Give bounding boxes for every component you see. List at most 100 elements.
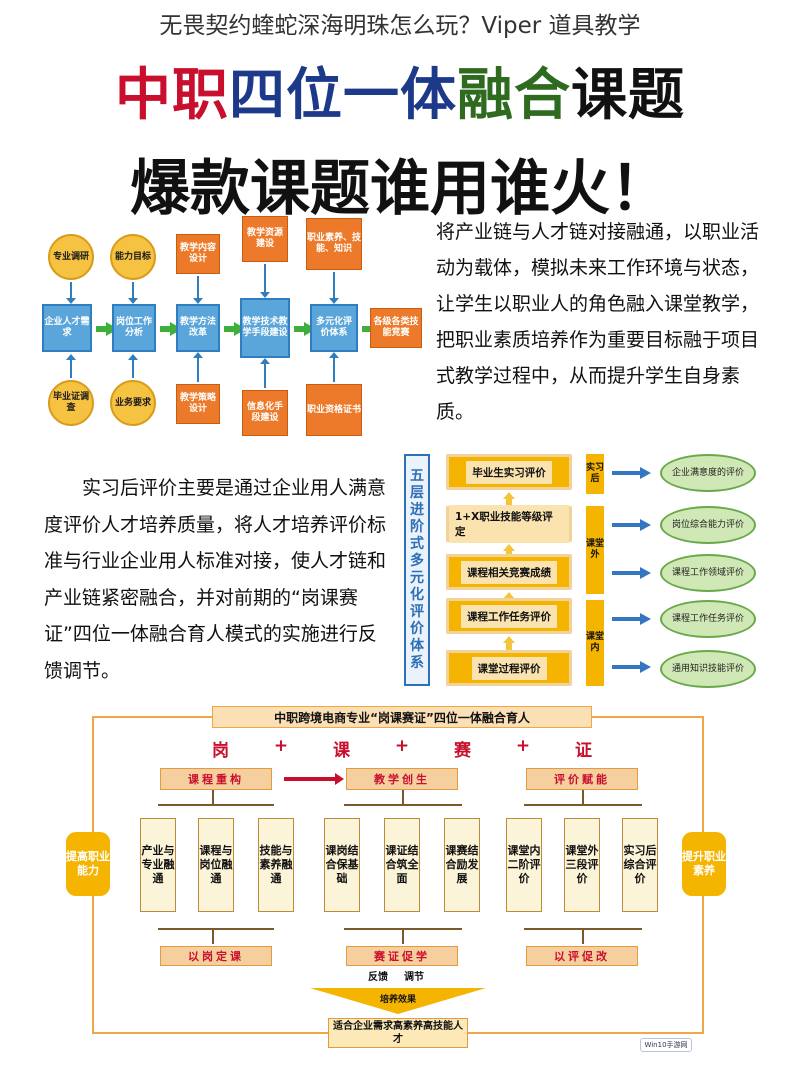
box-teaching-technology: 教学技术教学手段建设 bbox=[240, 298, 290, 358]
connector bbox=[193, 352, 203, 382]
box-skill-competitions: 各级各类技能竞赛 bbox=[370, 308, 422, 348]
adjust-label: 调节 bbox=[404, 972, 424, 983]
key-gang: 岗 bbox=[212, 741, 229, 761]
key-plus: + bbox=[394, 736, 410, 756]
blue-arrow bbox=[612, 661, 652, 673]
stage-after-internship: 实习后 bbox=[586, 454, 604, 494]
paragraph-integration: 将产业链与人才链对接融通，以职业活动为载体，模拟未来工作环境与状态，让学生以职业… bbox=[436, 221, 760, 423]
box-course-by-job: 以岗定课 bbox=[160, 946, 272, 966]
headline-part-4: 课题 bbox=[571, 63, 685, 128]
box-evaluation-reform: 以评促改 bbox=[526, 946, 638, 966]
column-out-class-evaluation: 课堂外三段评价 bbox=[564, 818, 600, 912]
page-title: 无畏契约蝰蛇深海明珠怎么玩？Viper 道具教学 bbox=[159, 13, 641, 39]
connector bbox=[260, 358, 270, 388]
connector bbox=[128, 354, 138, 378]
key-zheng: 证 bbox=[575, 741, 592, 761]
connector bbox=[128, 282, 138, 304]
side-improve-literacy: 提升职业素养 bbox=[682, 832, 726, 896]
box-information-means: 信息化手段建设 bbox=[242, 390, 288, 436]
box-diversified-evaluation: 多元化评价体系 bbox=[310, 304, 358, 352]
level-classroom-process: 课堂过程评价 bbox=[446, 650, 572, 686]
key-sai: 赛 bbox=[454, 741, 471, 761]
connector bbox=[402, 790, 404, 804]
column-course-job-basis: 课岗结合保基础 bbox=[324, 818, 360, 912]
box-teaching-creation: 教学创生 bbox=[346, 768, 458, 790]
connector bbox=[582, 790, 584, 804]
evaluation-system-diagram: 五层进阶式多元化评价体系 毕业生实习评价 1+X职业技能等级评定 课程相关竞赛成… bbox=[402, 452, 762, 692]
box-qualification-certificate: 职业资格证书 bbox=[306, 384, 362, 436]
box-teaching-content-design: 教学内容设计 bbox=[176, 234, 220, 274]
level-work-task-evaluation: 课程工作任务评价 bbox=[446, 598, 572, 634]
box-competition-certificate: 赛证促学 bbox=[346, 946, 458, 966]
stage-inside-class: 课堂内 bbox=[586, 600, 604, 686]
model-keywords: 岗 + 课 + 赛 + 证 bbox=[212, 736, 592, 761]
column-skill-literacy: 技能与素养融通 bbox=[258, 818, 294, 912]
connector bbox=[212, 790, 214, 804]
integration-model-diagram: 中职跨境电商专业“岗课赛证”四位一体融合育人 岗 + 课 + 赛 + 证 课程重… bbox=[62, 702, 742, 1052]
evaluation-vertical-label: 五层进阶式多元化评价体系 bbox=[404, 454, 430, 686]
level-competition-results: 课程相关竞赛成绩 bbox=[446, 554, 572, 590]
headline-part-2: 四位一体 bbox=[229, 63, 457, 128]
oval-enterprise-satisfaction: 企业满意度的评价 bbox=[660, 454, 756, 492]
circle-professional-research: 专业调研 bbox=[48, 234, 94, 280]
connector bbox=[158, 928, 274, 930]
red-arrow bbox=[284, 773, 344, 785]
connector bbox=[260, 264, 270, 298]
teaching-flow-diagram: 专业调研 能力目标 毕业证调查 业务要求 企业人才需求 岗位工作分析 教学方法改… bbox=[36, 212, 436, 442]
circle-ability-goal: 能力目标 bbox=[110, 234, 156, 280]
connector bbox=[329, 272, 339, 304]
up-arrow bbox=[503, 492, 515, 506]
box-teaching-method-reform: 教学方法改革 bbox=[176, 304, 220, 352]
connector bbox=[582, 928, 584, 944]
oval-work-domain: 课程工作领域评价 bbox=[660, 554, 756, 592]
result-talent-box: 适合企业需求高素养高技能人才 bbox=[328, 1018, 468, 1048]
box-evaluation-empowerment: 评价赋能 bbox=[526, 768, 638, 790]
box-teaching-resources: 教学资源建设 bbox=[242, 216, 288, 262]
connector bbox=[193, 276, 203, 304]
connector bbox=[329, 352, 339, 382]
side-improve-ability: 提高职业能力 bbox=[66, 832, 110, 896]
column-course-certificate: 课证结合筑全面 bbox=[384, 818, 420, 912]
connector bbox=[402, 928, 404, 944]
oval-work-task: 课程工作任务评价 bbox=[660, 600, 756, 638]
oval-job-ability: 岗位综合能力评价 bbox=[660, 506, 756, 544]
blue-arrow bbox=[612, 613, 652, 625]
column-in-class-evaluation: 课堂内二阶评价 bbox=[506, 818, 542, 912]
connector bbox=[524, 804, 642, 806]
connector bbox=[344, 804, 462, 806]
blue-arrow bbox=[612, 467, 652, 479]
blue-arrow bbox=[612, 567, 652, 579]
watermark-logo: Win10手游网 bbox=[640, 1038, 692, 1052]
training-effect-arrow: 培养效果 bbox=[310, 988, 486, 1014]
key-plus: + bbox=[273, 736, 289, 756]
headline-part-3: 融合 bbox=[457, 63, 571, 128]
level-graduate-internship: 毕业生实习评价 bbox=[446, 454, 572, 490]
connector bbox=[212, 928, 214, 944]
key-plus: + bbox=[515, 736, 531, 756]
box-teaching-strategy: 教学策略设计 bbox=[176, 384, 220, 424]
circle-graduate-survey: 毕业证调查 bbox=[48, 380, 94, 426]
box-enterprise-talent-demand: 企业人才需求 bbox=[42, 304, 92, 352]
circle-business-requirement: 业务要求 bbox=[110, 380, 156, 426]
blue-arrow bbox=[612, 519, 652, 531]
column-course-job: 课程与岗位融通 bbox=[198, 818, 234, 912]
connector bbox=[66, 282, 76, 304]
headline-part-1: 中职 bbox=[115, 63, 229, 128]
column-industry-major: 产业与专业融通 bbox=[140, 818, 176, 912]
connector bbox=[158, 804, 274, 806]
box-professional-skills: 职业素养、技能、知识 bbox=[306, 218, 362, 270]
column-course-competition: 课赛结合励发展 bbox=[444, 818, 480, 912]
column-post-internship: 实习后综合评价 bbox=[622, 818, 658, 912]
model-title: 中职跨境电商专业“岗课赛证”四位一体融合育人 bbox=[212, 706, 592, 728]
headline-primary: 中职四位一体融合课题 bbox=[0, 50, 800, 131]
oval-general-knowledge: 通用知识技能评价 bbox=[660, 650, 756, 688]
level-1x-certificate: 1+X职业技能等级评定 bbox=[446, 505, 572, 543]
headline-secondary: 爆款课题谁用谁火！ bbox=[130, 154, 670, 224]
feedback-label: 反馈 bbox=[368, 972, 388, 983]
box-job-analysis: 岗位工作分析 bbox=[112, 304, 156, 352]
paragraph-evaluation: 实习后评价主要是通过企业用人满意度评价人才培养质量，将人才培养评价标准与行业企业… bbox=[44, 477, 387, 682]
connector bbox=[66, 354, 76, 378]
stage-outside-class: 课堂外 bbox=[586, 506, 604, 594]
box-course-restructure: 课程重构 bbox=[160, 768, 272, 790]
up-arrow bbox=[503, 636, 515, 650]
